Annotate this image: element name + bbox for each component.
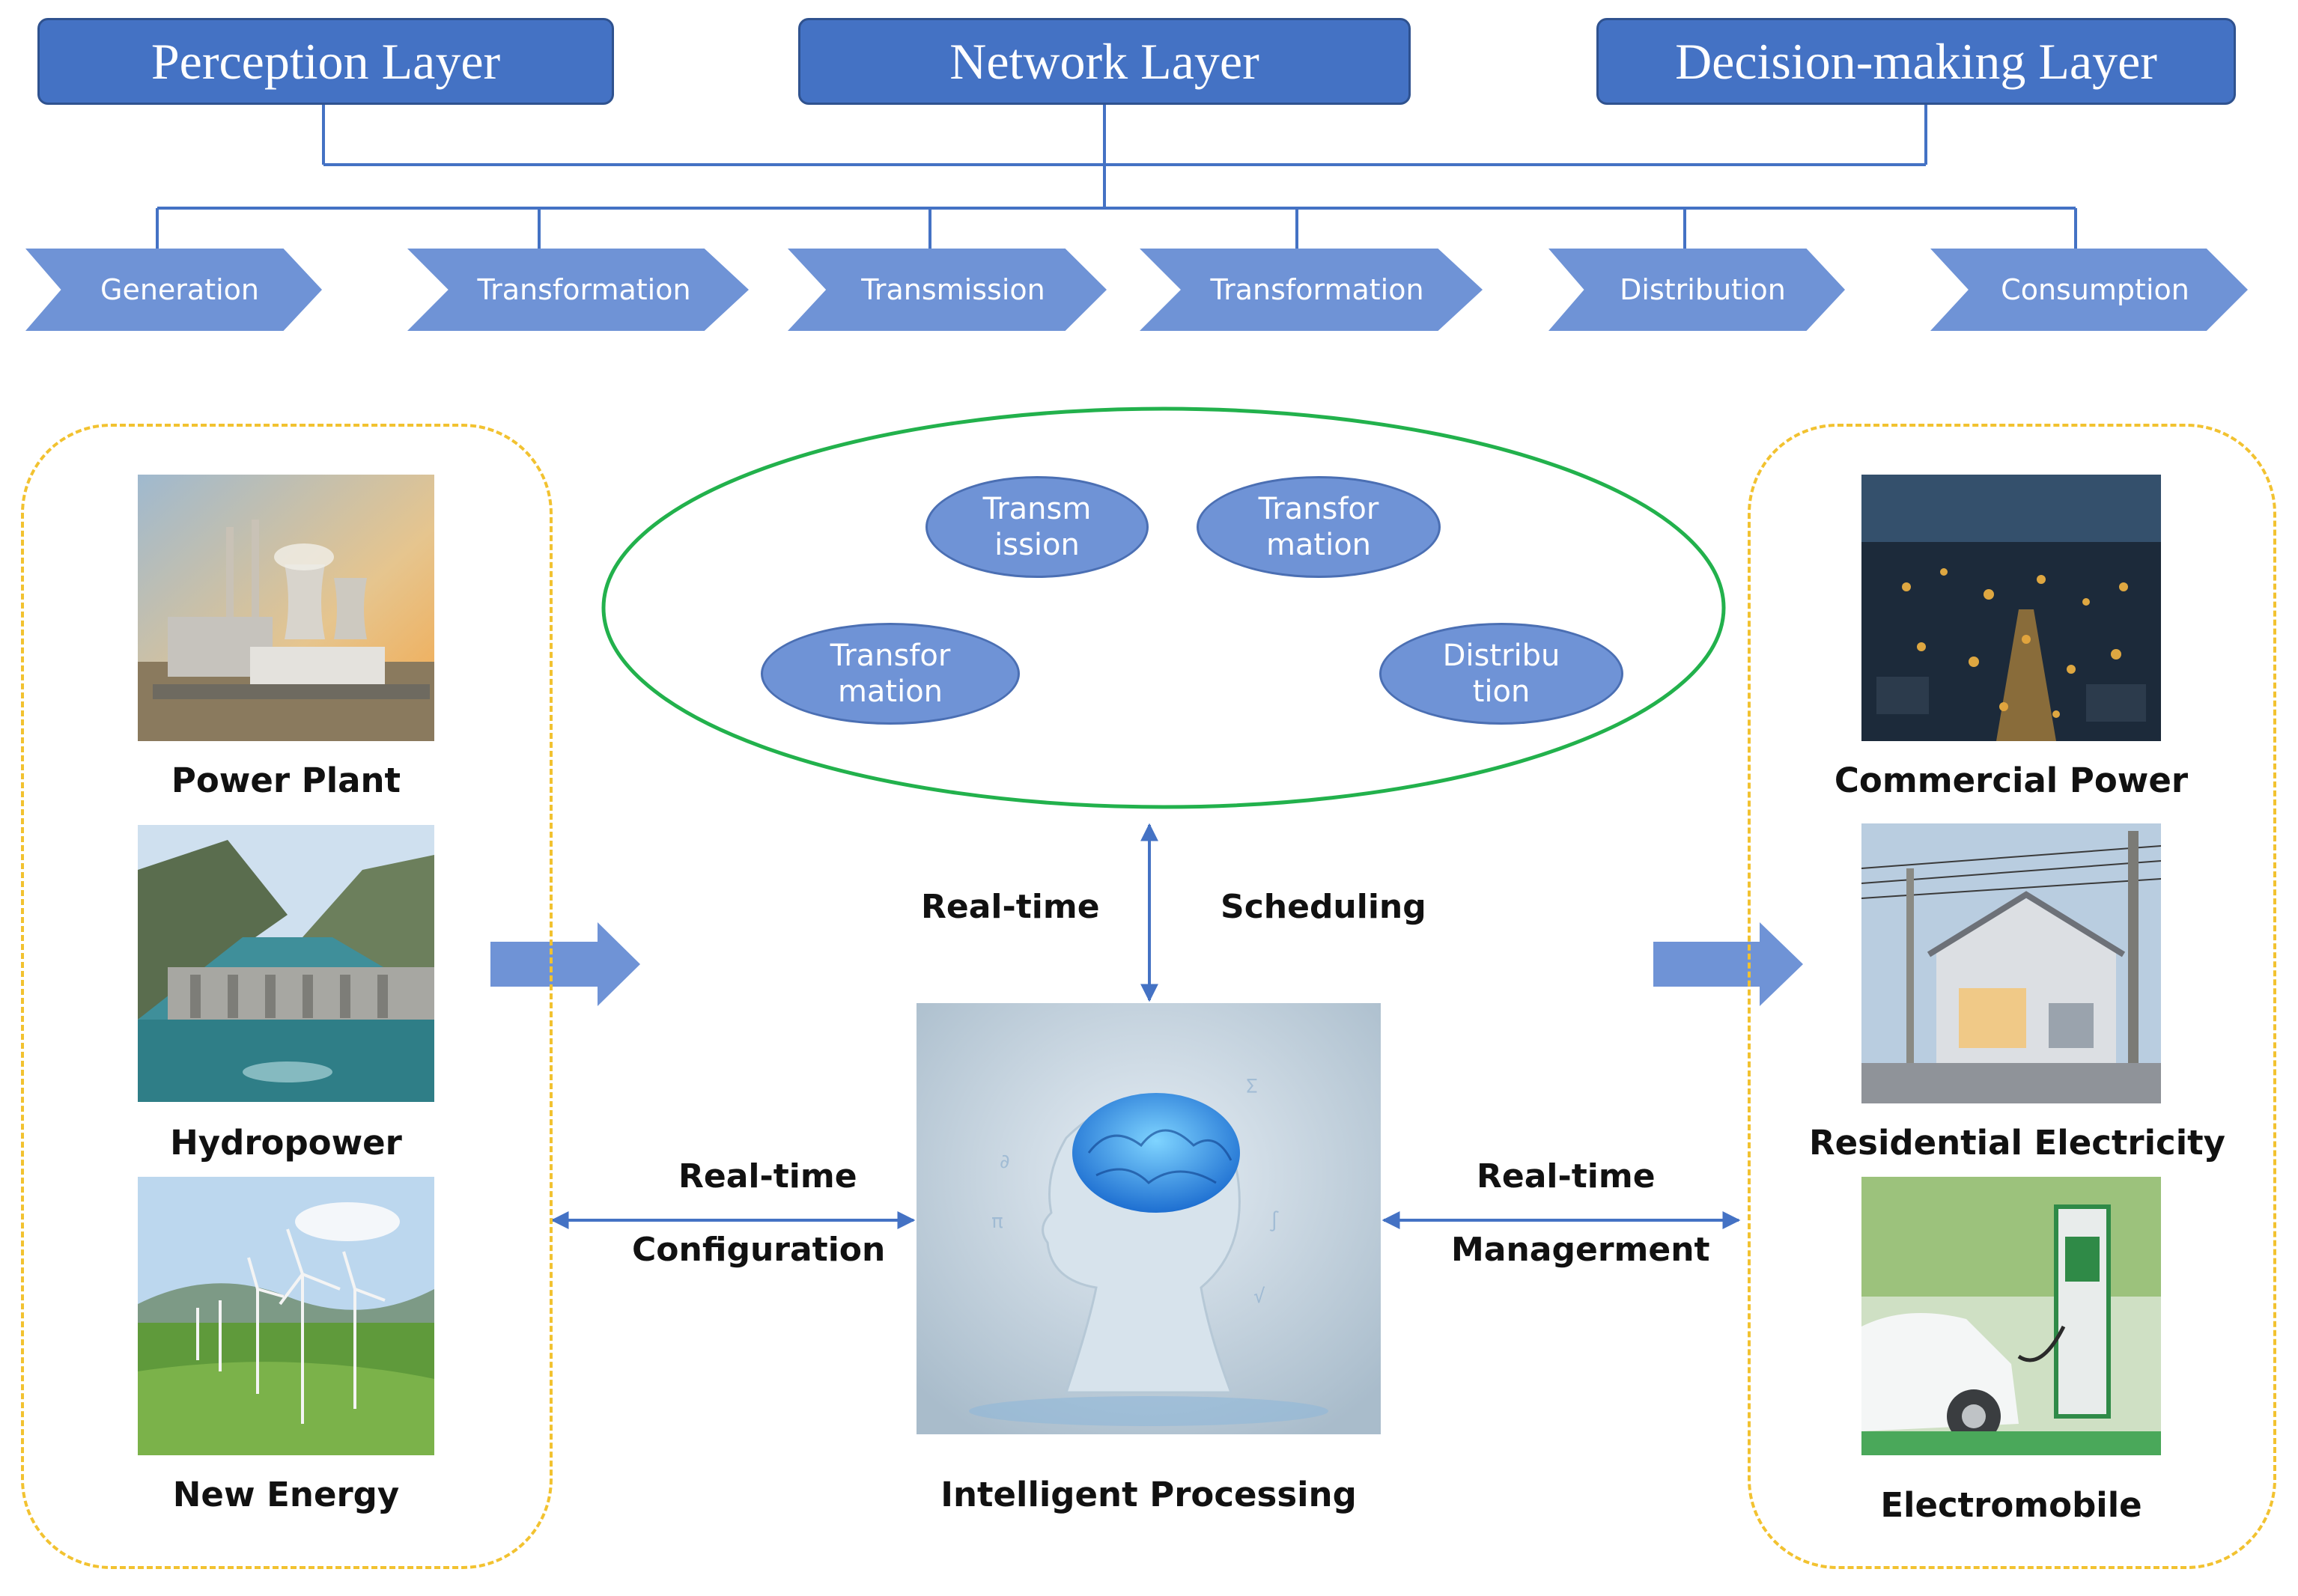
- stage-transformation-2: Transformation: [1140, 249, 1483, 331]
- flow-arrow-right: [1653, 922, 1803, 1006]
- network-layer-box: Network Layer: [798, 18, 1411, 105]
- stage-transformation-1: Transformation: [407, 249, 749, 331]
- management-label-top: Real-time: [1477, 1157, 1656, 1196]
- power-plant-caption: Power Plant: [171, 761, 401, 800]
- configuration-label-top: Real-time: [678, 1157, 857, 1196]
- svg-text:Σ: Σ: [1246, 1076, 1258, 1098]
- management-label-bottom: Managerment: [1451, 1231, 1710, 1269]
- commercial-power-caption: Commercial Power: [1834, 761, 2189, 800]
- svg-text:∫: ∫: [1268, 1210, 1280, 1233]
- residential-electricity-caption: Residential Electricity: [1809, 1123, 2225, 1163]
- tree-connectors: [156, 105, 2077, 249]
- intelligent-processing-image: Σ ∫ π ∂ √: [917, 1003, 1381, 1434]
- svg-text:∂: ∂: [999, 1151, 1011, 1173]
- residential-electricity-image: [1861, 823, 2161, 1103]
- hub-ellipse: [601, 406, 1726, 809]
- hydropower-image: [138, 825, 434, 1102]
- hydropower-caption: Hydropower: [170, 1123, 402, 1163]
- decision-layer-box: Decision-making Layer: [1596, 18, 2236, 105]
- configuration-label-bottom: Configuration: [632, 1231, 886, 1269]
- stage-consumption: Consumption: [1930, 249, 2248, 331]
- new-energy-image: [138, 1177, 434, 1455]
- stage-transmission: Transmission: [788, 249, 1107, 331]
- stage-distribution: Distribution: [1548, 249, 1845, 331]
- scheduling-label-left: Real-time: [921, 888, 1100, 926]
- stage-generation: Generation: [25, 249, 322, 331]
- perception-layer-box: Perception Layer: [37, 18, 614, 105]
- supply-panel: [21, 424, 553, 1569]
- svg-text:π: π: [991, 1210, 1003, 1233]
- new-energy-caption: New Energy: [172, 1475, 400, 1514]
- intelligent-processing-caption: Intelligent Processing: [940, 1475, 1357, 1514]
- demand-panel: [1748, 424, 2276, 1569]
- electromobile-caption: Electromobile: [1880, 1485, 2142, 1525]
- svg-text:√: √: [1253, 1285, 1265, 1308]
- flow-arrow-left: [490, 922, 640, 1006]
- commercial-power-image: [1861, 475, 2161, 741]
- electromobile-image: [1861, 1177, 2161, 1455]
- power-plant-image: [138, 475, 434, 741]
- scheduling-label-right: Scheduling: [1221, 888, 1426, 926]
